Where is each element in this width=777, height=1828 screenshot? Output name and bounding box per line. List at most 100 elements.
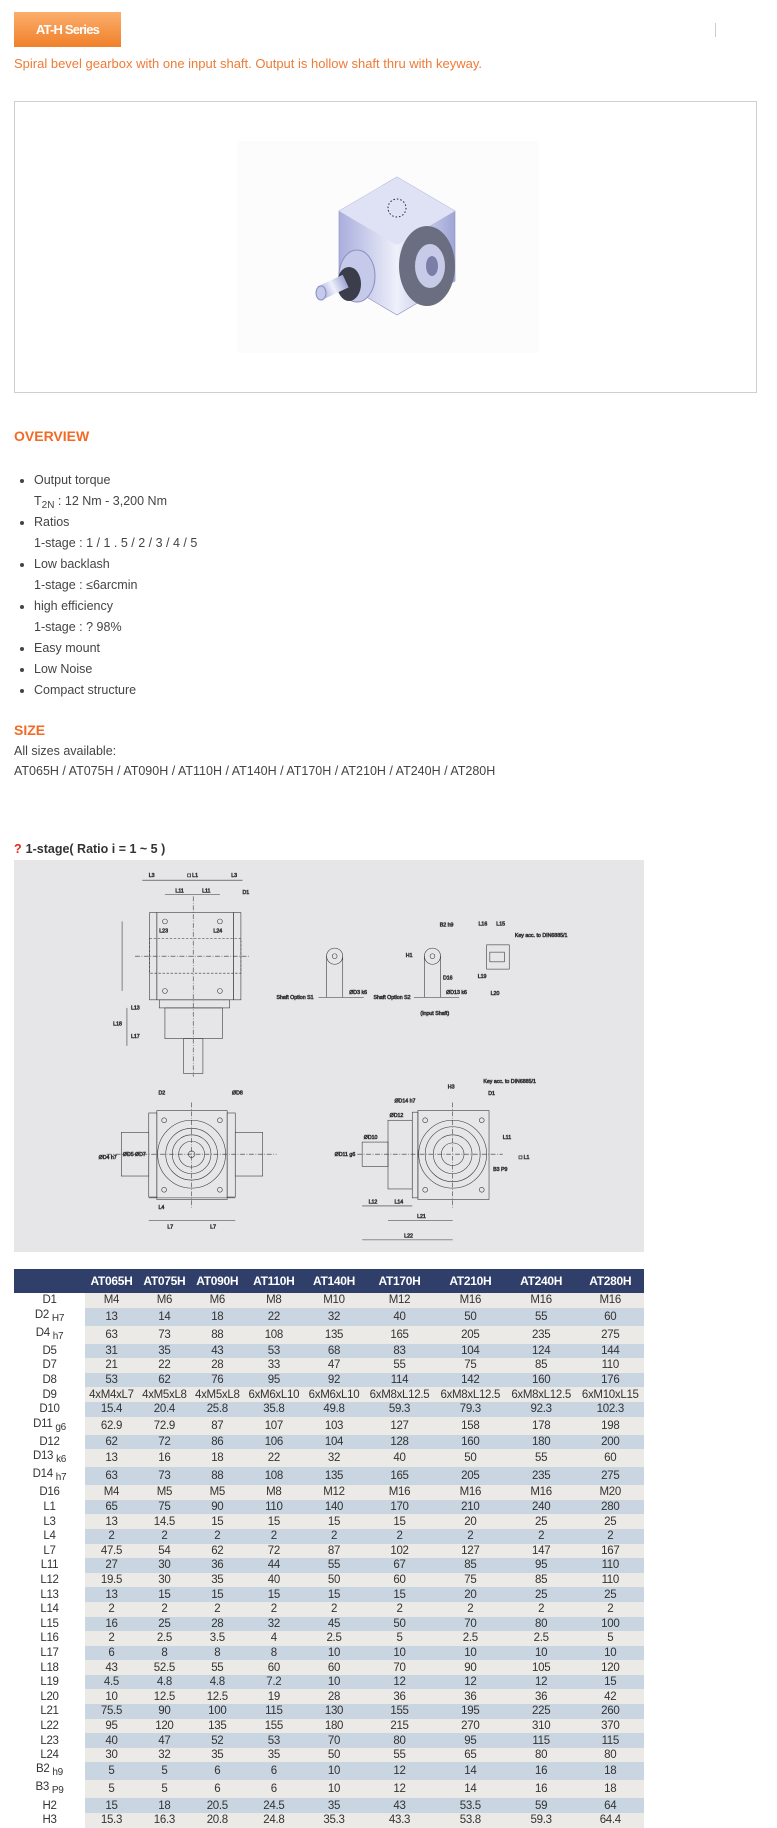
table-cell: 6xM8xL12.5 bbox=[434, 1387, 506, 1402]
table-cell: 195 bbox=[434, 1704, 506, 1719]
row-label-text: B2 bbox=[36, 1763, 50, 1776]
table-cell: M6 bbox=[190, 1293, 244, 1308]
table-cell: 35 bbox=[190, 1572, 244, 1588]
side-view-drawing: L3 □ L1 L3 L11 L11 D1 L23 L24 L13 L18 L1… bbox=[113, 873, 250, 1077]
table-cell: 2 bbox=[243, 1528, 304, 1544]
row-label: D13 k6 bbox=[14, 1449, 85, 1468]
table-cell: M10 bbox=[303, 1293, 365, 1308]
table-cell: 160 bbox=[505, 1372, 577, 1388]
table-cell: 6xM6xL10 bbox=[243, 1387, 304, 1402]
table-cell: 10 bbox=[303, 1674, 365, 1690]
table-cell: 50 bbox=[364, 1616, 435, 1632]
table-cell: 25 bbox=[576, 1514, 644, 1529]
label-l19: L19 bbox=[478, 974, 487, 980]
table-cell: 12.5 bbox=[137, 1689, 191, 1705]
label-l11: L11 bbox=[503, 1135, 511, 1141]
table-cell: 59.3 bbox=[505, 1813, 577, 1828]
table-cell: 43 bbox=[85, 1660, 138, 1675]
label-l23: L23 bbox=[159, 929, 168, 935]
column-header: AT090H bbox=[190, 1269, 244, 1293]
table-cell: 18 bbox=[576, 1762, 644, 1781]
table-cell: 104 bbox=[303, 1434, 365, 1450]
table-cell: 95 bbox=[243, 1372, 304, 1388]
label-l7: L7 bbox=[210, 1225, 216, 1231]
table-cell: 44 bbox=[243, 1558, 304, 1573]
row-label-text: L21 bbox=[40, 1705, 59, 1718]
front-view-drawing: D2 ØD8 ØD4 h7 ØD5 ØD7 L4 L7 L7 bbox=[98, 1090, 277, 1231]
table-cell: 180 bbox=[505, 1434, 577, 1450]
table-cell: 25 bbox=[505, 1587, 577, 1602]
item-label: Ratios bbox=[34, 515, 70, 529]
table-cell: 95 bbox=[85, 1718, 138, 1734]
table-cell: M16 bbox=[364, 1485, 435, 1500]
row-label: L7 bbox=[14, 1543, 85, 1559]
table-cell: 12 bbox=[364, 1674, 435, 1690]
table-cell: 73 bbox=[137, 1467, 191, 1486]
row-label-text: L17 bbox=[40, 1646, 59, 1659]
label-b3: B3 P9 bbox=[493, 1167, 507, 1173]
table-cell: 2.5 bbox=[303, 1631, 365, 1646]
table-cell: 32 bbox=[303, 1449, 365, 1468]
table-cell: 15 bbox=[190, 1514, 244, 1529]
table-cell: 70 bbox=[303, 1733, 365, 1748]
row-label-text: D4 bbox=[35, 1326, 50, 1339]
table-cell: 20 bbox=[434, 1587, 506, 1602]
table-cell: 43 bbox=[364, 1798, 435, 1814]
table-cell: 60 bbox=[576, 1307, 644, 1326]
row-label-text: D10 bbox=[39, 1403, 60, 1416]
table-cell: 52.5 bbox=[137, 1660, 191, 1675]
table-cell: M16 bbox=[434, 1293, 506, 1308]
item-label: Easy mount bbox=[34, 641, 101, 655]
label-h3: H3 bbox=[448, 1085, 455, 1091]
overview-detail: 1-stage : 1 / 1 . 5 / 2 / 3 / 4 / 5 bbox=[14, 533, 197, 554]
row-label: L22 bbox=[14, 1718, 85, 1734]
row-label: D14 h7 bbox=[14, 1467, 85, 1486]
table-cell: 47.5 bbox=[85, 1543, 138, 1559]
table-cell: 8 bbox=[190, 1645, 244, 1661]
overview-detail: 1-stage : ≤6arcmin bbox=[14, 575, 197, 596]
table-cell: 30 bbox=[85, 1747, 138, 1763]
table-cell: 4.5 bbox=[85, 1674, 138, 1690]
label-input-shaft: (Input Shaft) bbox=[420, 1011, 449, 1017]
table-cell: 2 bbox=[137, 1528, 191, 1544]
label-l16: L16 bbox=[479, 921, 488, 927]
table-cell: 32 bbox=[303, 1307, 365, 1326]
overview-item: Ratios bbox=[14, 512, 197, 533]
item-label: Low backlash bbox=[34, 557, 110, 571]
series-description: Spiral bevel gearbox with one input shaf… bbox=[14, 56, 483, 71]
table-cell: 115 bbox=[243, 1704, 304, 1719]
table-cell: 4 bbox=[243, 1631, 304, 1646]
series-tab-button[interactable]: AT-H Series bbox=[14, 12, 121, 47]
table-cell: 15 bbox=[243, 1514, 304, 1529]
table-cell: M16 bbox=[505, 1485, 577, 1500]
table-cell: 73 bbox=[137, 1325, 191, 1344]
overview-item: Low backlash bbox=[14, 554, 197, 575]
table-cell: 14.5 bbox=[137, 1514, 191, 1529]
table-cell: 22 bbox=[243, 1307, 304, 1326]
overview-item: Low Noise bbox=[14, 659, 197, 680]
table-cell: 53 bbox=[85, 1372, 138, 1388]
torque-subscript: 2N bbox=[41, 500, 55, 511]
row-label-text: D5 bbox=[42, 1344, 57, 1357]
table-cell: 60 bbox=[303, 1660, 365, 1675]
row-label-tolerance: g6 bbox=[55, 1421, 66, 1433]
table-cell: 170 bbox=[364, 1499, 435, 1515]
table-cell: 64 bbox=[576, 1798, 644, 1814]
table-cell: 370 bbox=[576, 1718, 644, 1734]
table-cell: 79.3 bbox=[434, 1401, 506, 1417]
row-label-tolerance: H7 bbox=[51, 1312, 65, 1324]
table-cell: 67 bbox=[364, 1558, 435, 1573]
row-label-text: L24 bbox=[40, 1749, 59, 1762]
row-label-text: L15 bbox=[40, 1617, 59, 1630]
label-key: Key acc. to DIN6885/1 bbox=[515, 933, 568, 939]
label-shaft-option-s1: Shaft Option S1 bbox=[276, 995, 313, 1001]
table-cell: 12 bbox=[364, 1762, 435, 1781]
table-cell: 80 bbox=[505, 1747, 577, 1763]
gearbox-product-image bbox=[237, 141, 539, 353]
table-cell: 65 bbox=[85, 1499, 138, 1515]
table-cell: 102.3 bbox=[576, 1401, 644, 1417]
